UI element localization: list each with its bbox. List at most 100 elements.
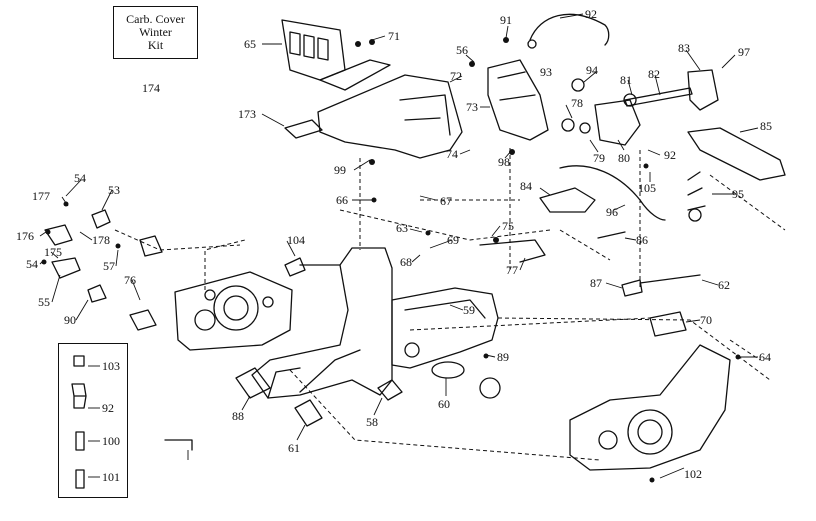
screw-icon [649, 477, 655, 483]
fastener-legend-box [58, 343, 128, 498]
part-label: 86 [636, 233, 648, 247]
part-53 [91, 209, 111, 229]
part-label: 105 [638, 181, 656, 195]
part-55 [87, 284, 107, 303]
part-label: 91 [500, 13, 512, 27]
part-label: 99 [334, 163, 346, 177]
part-label: 88 [232, 409, 244, 423]
part-label: 63 [396, 221, 408, 235]
nut-icon [493, 237, 499, 243]
part-label: 87 [590, 276, 602, 290]
part-label: 56 [456, 43, 468, 57]
handle-frame [251, 247, 393, 399]
crankcase-left [174, 271, 293, 351]
screw-icon [63, 201, 69, 207]
part-label: 89 [497, 350, 509, 364]
part-label: 70 [700, 313, 712, 327]
screw-icon [45, 229, 51, 235]
part-label: 90 [64, 313, 76, 327]
part-label: 92 [664, 148, 676, 162]
part-label: 81 [620, 73, 632, 87]
carb-cover [317, 74, 463, 159]
screw-icon [369, 159, 375, 165]
part-label: 64 [759, 350, 771, 364]
part-label: 79 [593, 151, 605, 165]
screw-icon [483, 353, 489, 359]
part-label: 77 [506, 263, 518, 277]
part-label: 57 [103, 259, 115, 273]
part-label: 61 [288, 441, 300, 455]
part-label: 97 [738, 45, 750, 59]
part-label: 59 [463, 303, 475, 317]
screw-icon [371, 197, 377, 203]
part-label: 96 [606, 205, 618, 219]
screw-icon [355, 41, 361, 47]
part-label: 94 [586, 63, 598, 77]
part-label: 67 [440, 194, 452, 208]
screw-icon [115, 243, 121, 249]
kit-line: Winter [139, 25, 172, 39]
part-73 [487, 59, 549, 141]
part-label: 176 [16, 229, 34, 243]
part-label: 85 [760, 119, 772, 133]
part-label: 84 [520, 179, 532, 193]
screw-icon [425, 230, 431, 236]
kit-number: 174 [142, 81, 160, 95]
part-label: 54 [74, 171, 86, 185]
part-label: 66 [336, 193, 348, 207]
carburetor [594, 99, 641, 146]
part-label: 53 [108, 183, 120, 197]
part-label: 68 [400, 255, 412, 269]
part-label: 175 [44, 245, 62, 259]
part-57 [139, 235, 163, 257]
part-label: 104 [287, 233, 305, 247]
part-label: 75 [502, 219, 514, 233]
part-85 [687, 127, 786, 181]
part-label: 54 [26, 257, 38, 271]
part-label: 74 [446, 147, 458, 161]
part-labels: 65 71 91 92 56 93 72 94 83 97 81 82 173 … [16, 7, 772, 481]
part-label: 173 [238, 107, 256, 121]
screw-icon [41, 259, 47, 265]
part-label: 76 [124, 273, 136, 287]
part-label: 60 [438, 397, 450, 411]
screw-icon [643, 163, 649, 169]
screw-icon [503, 37, 509, 43]
part-label: 73 [466, 100, 478, 114]
part-label: 98 [498, 155, 510, 169]
part-label: 80 [618, 151, 630, 165]
carb-cover-kit-box: Carb. Cover Winter Kit [113, 6, 198, 59]
part-label: 65 [244, 37, 256, 51]
part-label: 102 [684, 467, 702, 481]
kit-line: Kit [147, 38, 164, 52]
part-label: 71 [388, 29, 400, 43]
part-83 [687, 69, 719, 111]
tank-housing [391, 287, 499, 369]
crankcase-right [569, 344, 731, 471]
legend-label: 92 [102, 401, 114, 415]
part-label: 82 [648, 67, 660, 81]
legend-labels: 103 92 100 101 [102, 359, 120, 484]
part-label: 55 [38, 295, 50, 309]
legend-label: 101 [102, 470, 120, 484]
part-label: 69 [447, 233, 459, 247]
screw-icon [369, 39, 375, 45]
screw-icon [735, 354, 741, 360]
part-label: 177 [32, 189, 50, 203]
nut-icon [509, 149, 515, 155]
part-label: 72 [450, 69, 462, 83]
part-label: 178 [92, 233, 110, 247]
part-label: 62 [718, 278, 730, 292]
part-label: 78 [571, 96, 583, 110]
legend-label: 100 [102, 434, 120, 448]
part-label: 92 [585, 7, 597, 21]
part-label: 58 [366, 415, 378, 429]
part-label: 95 [732, 187, 744, 201]
nut-icon [469, 61, 475, 67]
part-label: 93 [540, 65, 552, 79]
legend-label: 103 [102, 359, 120, 373]
part-label: 83 [678, 41, 690, 55]
kit-line: Carb. Cover [126, 12, 185, 26]
